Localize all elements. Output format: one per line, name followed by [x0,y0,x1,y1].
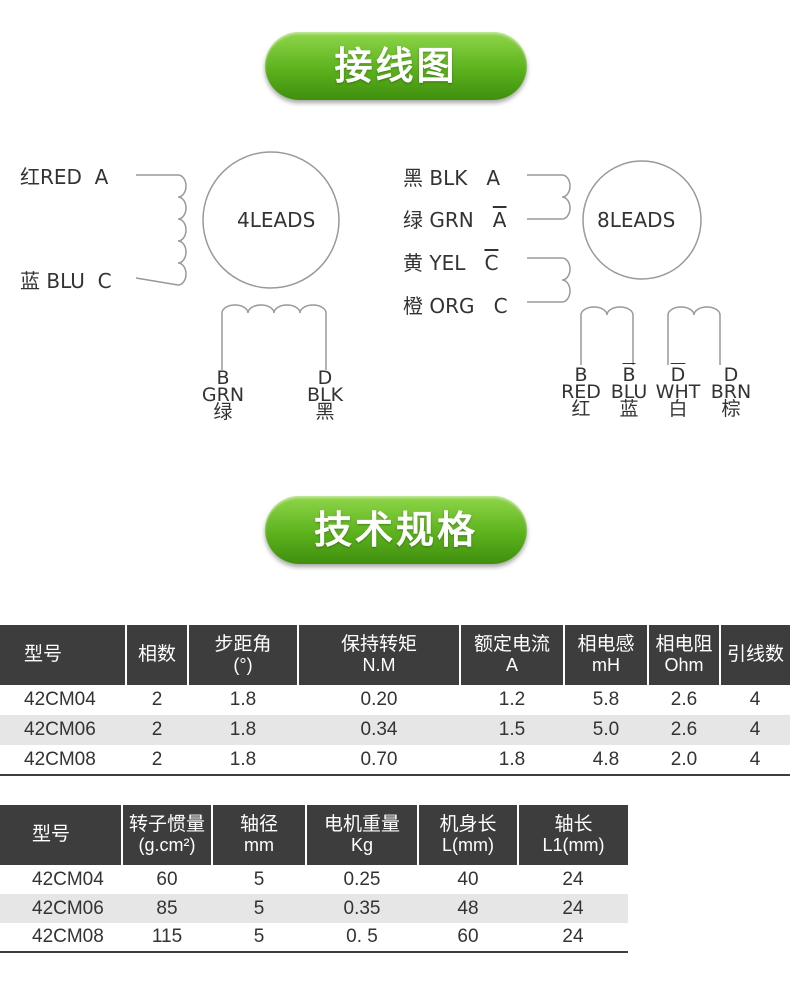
table-row: 42CM04 2 1.8 0.20 1.2 5.8 2.6 4 [0,685,790,715]
specs-title: 技术规格 [265,496,527,564]
table-cell: 42CM08 [32,926,104,947]
lead-4-b: B GRN 绿 [201,367,245,423]
table-cell: 42CM06 [0,715,126,745]
table-row: 42CM06 2 1.8 0.34 1.5 5.0 2.6 4 [0,715,790,745]
table-cell: 5 [253,926,265,947]
lead-8-d-bar: D WHT 白 [655,364,701,420]
table-cell: 1.8 [188,715,298,745]
table1-header-phases: 相数 [126,625,189,685]
lead-8-a-bar: 绿 GRN A [403,208,507,232]
table2-header-model: 型号 [0,805,123,865]
table-cell: 48 [418,894,518,923]
lead-8-c-bar: 黄 YEL C [403,251,499,275]
table-row: 42CM04 60 5 0.25 40 24 [0,865,628,894]
table-cell: 2.0 [670,748,698,770]
table-cell: 24 [562,868,584,890]
table-cell: 24 [562,926,584,947]
table-cell: 40 [457,868,479,890]
table-cell: 1.8 [229,748,257,770]
table-cell: 85 [122,894,212,923]
lead-4-a: 红RED A [20,165,109,189]
table-cell: 0.70 [360,748,398,770]
table-cell: 60 [457,926,479,947]
wiring-diagram-title: 接线图 [265,32,527,100]
center-label-8leads: 8LEADS [597,208,676,232]
table-cell: 4.8 [592,748,620,770]
table-cell: 24 [518,894,628,923]
center-label-4leads: 4LEADS [237,208,316,232]
lead-8-d: D BRN 棕 [710,364,752,420]
table-cell: 5.8 [592,689,620,710]
table-cell: 0. 5 [346,926,378,947]
table-cell: 1.2 [498,689,526,710]
table1-header-step-angle: 步距角(°) [188,625,299,685]
wiring-lines-4leads [135,151,340,370]
table-cell: 0.34 [298,715,460,745]
table2-header-rotor-inertia: 转子惯量(g.cm²) [122,805,213,865]
table-cell: 2 [151,748,163,770]
lead-8-c: 橙 ORG C [403,294,508,318]
table-cell: 5.0 [564,715,648,745]
table-cell: 1.5 [460,715,564,745]
table-cell: 42CM06 [0,894,122,923]
table-cell: 115 [151,926,183,947]
table-cell: 42CM04 [24,689,96,710]
table-cell: 5 [253,868,265,890]
table-cell: 0.20 [360,689,398,710]
table-row: 42CM06 85 5 0.35 48 24 [0,894,628,923]
lead-4-c: 蓝 BLU C [20,269,112,293]
table1-header-lead-count: 引线数 [720,625,790,685]
table-cell: 2.6 [648,715,720,745]
table-cell: 60 [156,868,178,890]
lead-8-b-bar: B BLU 蓝 [610,364,648,420]
table-row: 42CM08 2 1.8 0.70 1.8 4.8 2.0 4 [0,745,790,775]
table-cell: 2 [151,689,163,710]
table-row: 42CM08 115 5 0. 5 60 24 [0,923,628,952]
table-cell: 1.8 [498,748,526,770]
lead-8-a: 黑 BLK A [403,166,501,190]
table-cell: 2.6 [670,689,698,710]
table1-header-model: 型号 [0,625,127,685]
table-cell: 5 [212,894,306,923]
table-cell: 42CM08 [24,748,96,770]
table-cell: 0.35 [306,894,418,923]
wiring-lines-8leads [527,160,721,365]
table-cell: 1.8 [229,689,257,710]
table-cell: 42CM04 [32,868,104,890]
lead-4-d: D BLK 黑 [306,367,344,423]
lead-8-b: B RED 红 [561,364,601,420]
table-cell: 4 [749,748,761,770]
table-cell: 4 [720,715,790,745]
table-cell: 2 [126,715,188,745]
table-cell: 0.25 [343,868,381,890]
table-cell: 4 [749,689,761,710]
